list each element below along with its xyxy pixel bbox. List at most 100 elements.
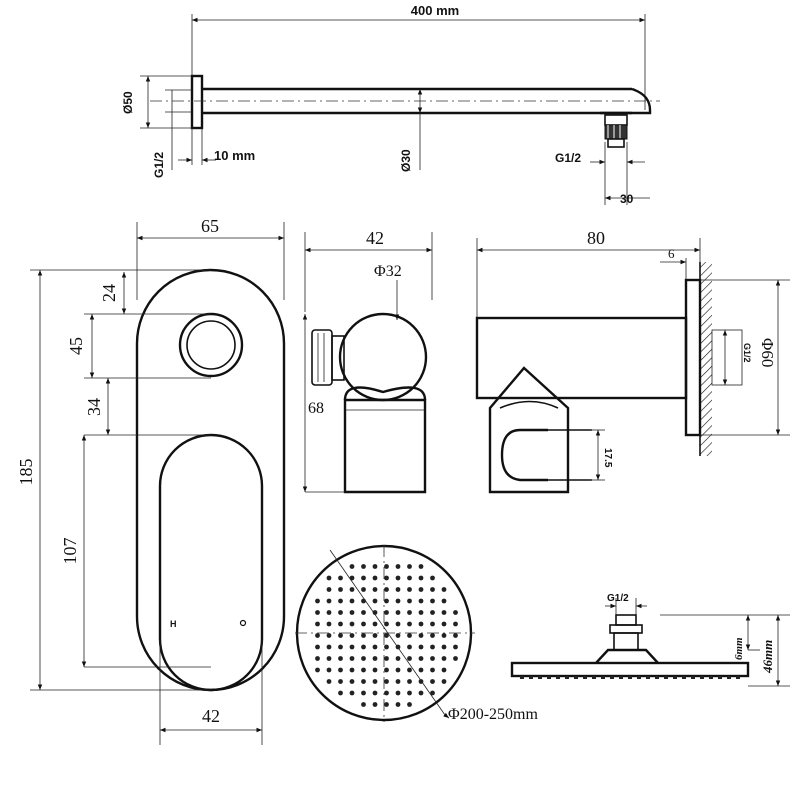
- nozzle-hole: [315, 667, 320, 673]
- nozzle-hole: [338, 644, 343, 650]
- nozzle-hole: [361, 587, 366, 592]
- nozzle-hole: [326, 575, 332, 581]
- holder-height-label: 68: [308, 400, 324, 417]
- nozzle-hole: [441, 644, 447, 650]
- side-nozzle: [601, 676, 605, 679]
- nozzle-hole: [326, 610, 332, 615]
- side-nozzle: [574, 676, 578, 679]
- side-nozzle: [718, 676, 722, 679]
- nozzle-hole: [326, 633, 332, 638]
- nozzle-hole: [349, 621, 355, 627]
- head-side-plate: [510, 661, 750, 678]
- nozzle-hole: [338, 633, 343, 638]
- arm-thread-right-label: G1/2: [555, 151, 581, 165]
- nozzle-hole: [338, 575, 343, 581]
- nozzle-hole: [372, 667, 378, 673]
- nozzle-hole: [407, 633, 412, 638]
- plate-knob-label: 45: [66, 337, 86, 355]
- nozzle-hole: [361, 679, 366, 684]
- shower-head-dia-label: Φ200-250mm: [448, 706, 538, 723]
- nozzle-hole: [407, 679, 412, 684]
- nozzle-hole: [407, 656, 412, 661]
- side-nozzle: [736, 676, 740, 679]
- nozzle-hole: [430, 656, 435, 661]
- side-nozzle: [646, 676, 650, 679]
- nozzle-hole: [430, 587, 435, 592]
- nozzle-hole: [349, 690, 355, 696]
- nozzle-hole: [453, 633, 458, 638]
- nozzle-hole: [430, 679, 435, 684]
- nozzle-hole: [326, 656, 332, 661]
- nozzle-hole: [372, 644, 378, 650]
- nozzle-hole: [361, 702, 366, 707]
- nozzle-hole: [430, 644, 435, 650]
- nozzle-hole: [395, 564, 401, 569]
- nozzle-hole: [372, 610, 378, 615]
- plate-width-label: 65: [201, 216, 219, 236]
- nozzle-hole: [372, 656, 378, 661]
- nozzle-hole: [441, 633, 447, 638]
- nozzle-hole: [418, 621, 424, 627]
- nozzle-hole: [441, 621, 447, 627]
- plate-top-gap-label: 24: [99, 284, 119, 302]
- holder-knob-dia-label: Φ32: [374, 263, 402, 280]
- nozzle-hole: [418, 587, 424, 592]
- nozzle-hole: [418, 644, 424, 650]
- nozzle-hole: [418, 690, 424, 696]
- nozzle-hole: [407, 598, 412, 604]
- side-nozzle: [610, 676, 614, 679]
- nozzle-hole: [384, 679, 389, 684]
- nozzle-hole: [395, 633, 401, 638]
- side-nozzle: [637, 676, 641, 679]
- nozzle-hole: [361, 610, 366, 615]
- nozzle-hole: [395, 621, 401, 627]
- nozzle-hole: [349, 656, 355, 661]
- nozzle-hole: [384, 656, 389, 661]
- nozzle-hole: [326, 679, 332, 684]
- nozzle-hole: [430, 621, 435, 627]
- plate-lever-label: 107: [60, 538, 80, 565]
- nozzle-hole: [338, 610, 343, 615]
- nozzle-hole: [430, 610, 435, 615]
- nozzle-hole: [338, 690, 343, 696]
- side-nozzle: [682, 676, 686, 679]
- arm-thread-left-label: G1/2: [152, 152, 166, 178]
- valve-lever: [158, 433, 264, 692]
- nozzle-hole: [395, 667, 401, 673]
- head-side-neck-label: 6mm: [733, 637, 745, 660]
- nozzle-hole: [407, 610, 412, 615]
- shower-nozzles: [315, 564, 458, 707]
- nozzle-hole: [326, 587, 332, 592]
- nozzle-hole: [372, 633, 378, 638]
- side-nozzle: [691, 676, 695, 679]
- shower-head-view: Φ200-250mm: [295, 544, 538, 723]
- side-nozzle: [628, 676, 632, 679]
- plate-lever-width-label: 42: [202, 706, 220, 726]
- nozzle-hole: [430, 667, 435, 673]
- arm-offset-label: 10 mm: [214, 148, 255, 163]
- nozzle-hole: [326, 598, 332, 604]
- valve-plate-view: H 65 185 24 45 34 107 42: [16, 216, 286, 745]
- side-nozzle: [538, 676, 542, 679]
- plate-height-label: 185: [16, 459, 36, 486]
- nozzle-hole: [349, 587, 355, 592]
- nozzle-hole: [407, 644, 412, 650]
- nozzle-hole: [384, 644, 389, 650]
- nozzle-hole: [361, 667, 366, 673]
- side-nozzle: [709, 676, 713, 679]
- nozzle-hole: [453, 621, 458, 627]
- head-side-thread-label: G1/2: [607, 593, 629, 604]
- nozzle-hole: [361, 656, 366, 661]
- nozzle-hole: [441, 610, 447, 615]
- nozzle-hole: [407, 575, 412, 581]
- valve-knob: [178, 312, 244, 378]
- wall-flange-label: 6: [668, 246, 675, 261]
- nozzle-hole: [315, 598, 320, 604]
- nozzle-hole: [418, 564, 424, 569]
- nozzle-hole: [315, 633, 320, 638]
- side-nozzle: [592, 676, 596, 679]
- nozzle-hole: [361, 621, 366, 627]
- nozzle-hole: [395, 656, 401, 661]
- nozzle-hole: [372, 587, 378, 592]
- nozzle-hole: [372, 690, 378, 696]
